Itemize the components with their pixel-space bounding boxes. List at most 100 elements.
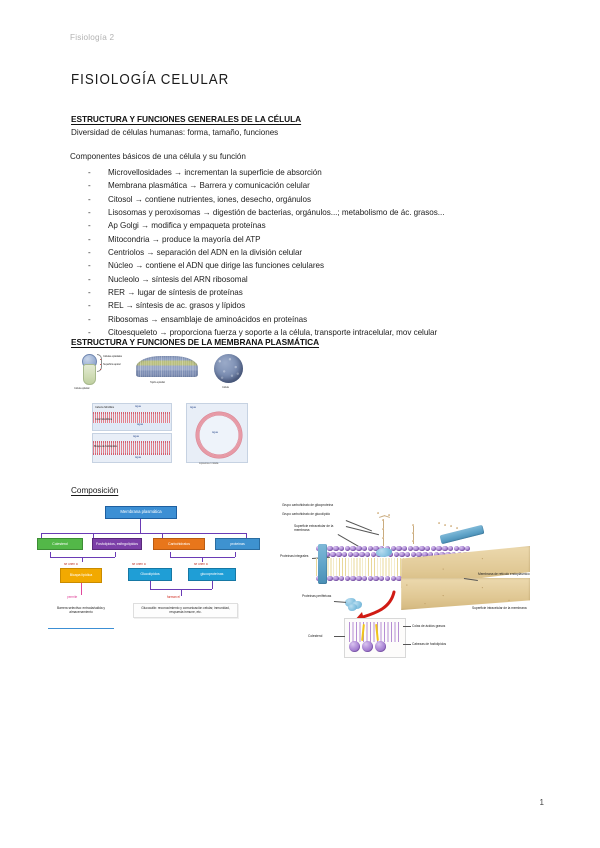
list-item: RER → lugar de síntesis de proteínas bbox=[70, 286, 540, 300]
sugar-bead bbox=[450, 525, 453, 528]
phospholipid-tails bbox=[93, 443, 171, 453]
list-item: Ribosomas → ensamblaje de aminoácidos en… bbox=[70, 313, 540, 327]
membrane-label-colesterol: Colesterol bbox=[308, 634, 323, 638]
flowchart-box-carbohidratos: Carbohidratos bbox=[153, 538, 205, 550]
connector-line bbox=[41, 532, 42, 539]
page-header: Fisiología 2 bbox=[70, 33, 115, 42]
figure-sphere-cell: Célula bbox=[214, 354, 250, 390]
figure-epithelium: Tejido epitelial bbox=[136, 356, 198, 384]
phospholipid-heads bbox=[93, 441, 171, 443]
connector-line bbox=[212, 581, 213, 589]
sugar-bead bbox=[382, 519, 385, 522]
flowchart-box-glucoproteinas: glucoproteínas bbox=[188, 568, 236, 581]
phospholipid-head-row-upper bbox=[316, 546, 476, 552]
membrane-label-colas-acidos: Colas de ácidos grasos bbox=[412, 624, 446, 628]
connector-line bbox=[235, 552, 236, 557]
list-item: Membrana plasmática → Barrera y comunica… bbox=[70, 179, 540, 193]
figure-label-brace-bottom: Superficie apical bbox=[103, 363, 121, 366]
figure-lipid-bilayer: Agua Agua Cabeza hidrofílica Cola hidrof… bbox=[86, 400, 261, 466]
flowchart-note-barrera: Barrera selectiva: entrada/salida y alma… bbox=[56, 606, 106, 615]
subheading-composicion: Composición bbox=[71, 486, 119, 495]
list-item: Microvellosidades → incrementan la super… bbox=[70, 166, 540, 180]
membrane-label-reticulo: Membrana de retículo endoplásmico bbox=[478, 572, 530, 576]
page-number: 1 bbox=[539, 798, 544, 807]
integral-protein-left bbox=[318, 544, 327, 584]
sugar-bead bbox=[412, 532, 415, 535]
marker-dot bbox=[100, 359, 102, 361]
membrane-label-superficie-extracelular: Superficie extracelular de la membrana bbox=[294, 524, 334, 533]
panel2-label-water-bottom: Agua bbox=[135, 456, 141, 459]
vesicle-shape bbox=[196, 412, 242, 458]
list-item: Lisosomas y peroxisomas → digestión de b… bbox=[70, 206, 540, 220]
membrane-label-proteinas-integrales: Proteínas integrales bbox=[280, 554, 309, 558]
figure-label-brace-top: Células epiteliales bbox=[103, 354, 123, 358]
connector-line bbox=[246, 532, 247, 539]
peripheral-protein-top bbox=[376, 548, 392, 557]
list-item: Núcleo → contiene el ADN que dirige las … bbox=[70, 259, 540, 273]
glycolipid-chain bbox=[408, 522, 424, 546]
chain-link bbox=[383, 528, 384, 537]
component-list-intro: Componentes básicos de una célula y su f… bbox=[70, 152, 246, 161]
connector-line bbox=[162, 532, 163, 539]
panel-label-water-top: Agua bbox=[135, 405, 141, 408]
sugar-bead bbox=[388, 514, 391, 517]
glycoprotein-chain-right bbox=[438, 522, 464, 534]
epithelium-texture bbox=[136, 356, 198, 377]
sugar-bead bbox=[412, 524, 415, 527]
sugar-bead bbox=[377, 512, 380, 515]
connector-line bbox=[202, 557, 203, 562]
epithelium-shape bbox=[136, 356, 198, 377]
flowchart-tag-glucolipidos: se unen a bbox=[132, 562, 146, 566]
chain-link bbox=[383, 537, 384, 546]
connector-line bbox=[115, 552, 116, 557]
connector-line bbox=[50, 552, 51, 557]
peripheral-protein-cluster bbox=[345, 598, 356, 607]
section-heading-membrana-plasmatica: ESTRUCTURA Y FUNCIONES DE LA MEMBRANA PL… bbox=[71, 337, 320, 347]
vesicle-caption: Liposoma / micela bbox=[199, 462, 219, 465]
panel2-label-water-top: Agua bbox=[133, 435, 139, 438]
membrane-label-cabezas: Cabezas de fosfolípidos bbox=[412, 642, 447, 646]
flowchart-box-proteinas: proteínas bbox=[215, 538, 260, 550]
phospholipid-heads bbox=[93, 412, 171, 414]
flowchart-tag-permite: permite bbox=[67, 595, 78, 599]
figure-cell-types: Células epiteliales Superficie apical Cé… bbox=[74, 352, 264, 396]
flowchart-tag-glucoproteinas: se unen a bbox=[194, 562, 208, 566]
flowchart-box-colesterol: Colesterol bbox=[37, 538, 83, 550]
connector-line bbox=[81, 583, 82, 595]
sugar-bead bbox=[412, 540, 415, 543]
marker-dot bbox=[100, 364, 102, 366]
flowchart-note-glucocalix: Glucocálix: reconocimiento y comunicació… bbox=[133, 603, 238, 618]
flowchart-box-glucolipidos: Glucolípidos bbox=[128, 568, 172, 581]
sugar-bead bbox=[382, 528, 385, 531]
panel-water-layer bbox=[93, 423, 171, 430]
list-item: Ap Golgi → modifica y empaqueta proteína… bbox=[70, 219, 540, 233]
cholesterol-inset-panel bbox=[344, 618, 406, 658]
membrane-label-glucoproteina: Grupo carbohidrato de glicoproteína bbox=[282, 503, 334, 507]
figure-caption-epithelium: Tejido epitelial bbox=[150, 381, 165, 384]
sugar-bead bbox=[438, 522, 441, 525]
figure-caption-cell: Célula epitelial bbox=[74, 387, 90, 390]
sphere-texture bbox=[214, 354, 243, 383]
sphere-shape bbox=[214, 354, 243, 383]
list-item: Citoesqueleto → proporciona fuerza y sop… bbox=[70, 326, 540, 340]
chain-link bbox=[383, 519, 384, 528]
section-subtitle-diversidad: Diversidad de células humanas: forma, ta… bbox=[71, 128, 279, 137]
marker-dot bbox=[100, 369, 102, 371]
connector-line bbox=[181, 589, 182, 596]
membrane-label-glucolipido: Grupo carbohidrato de glucolípido bbox=[282, 512, 331, 516]
figure-membrane-structure: Grupo carbohidrato de glicoproteína Grup… bbox=[272, 500, 534, 660]
component-list-items: Microvellosidades → incrementan la super… bbox=[70, 166, 540, 340]
panel-label-water-bottom: Agua bbox=[137, 423, 143, 426]
connector-line bbox=[140, 519, 141, 533]
list-item: Nucleolo → síntesis del ARN ribosomal bbox=[70, 273, 540, 287]
peripheral-protein-cluster bbox=[352, 601, 362, 609]
flowchart-membrane-composition: Membrana plasmática Colesterol Fosfolípi… bbox=[30, 502, 265, 654]
flowchart-box-fosfolipidos: Fosfolípidos, esfingolípidos bbox=[92, 538, 142, 550]
section-heading-estructura-celula: ESTRUCTURA Y FUNCIONES GENERALES DE LA C… bbox=[71, 114, 302, 124]
flowchart-tag-forman: forman el bbox=[167, 595, 180, 599]
flowchart-tag-bicapa: se unen a bbox=[64, 562, 78, 566]
phospholipid-heads bbox=[93, 453, 171, 455]
glycoprotein-chain bbox=[376, 512, 398, 546]
sugar-bead bbox=[456, 527, 459, 530]
